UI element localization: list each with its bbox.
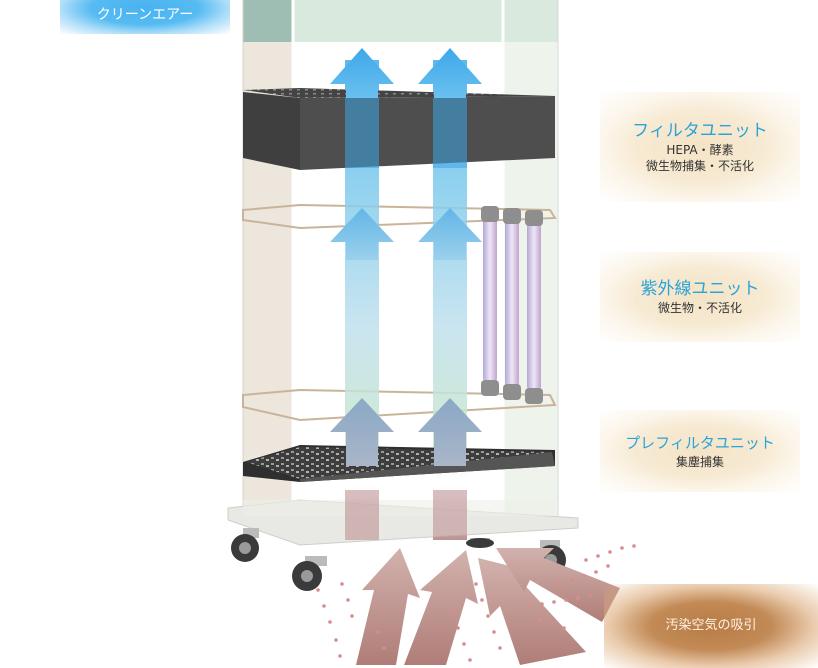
cart-base (227, 490, 579, 546)
intake-text: 汚染空気の吸引 (665, 618, 757, 633)
intake-arrow (404, 550, 478, 665)
clean-air-text: クリーンエアー (96, 7, 194, 23)
filter-unit-line2: 微生物捕集・不活化 (645, 159, 754, 173)
uv-unit-label: 紫外線ユニット 微生物・不活化 (600, 252, 800, 342)
cabinet-top-panel (293, 0, 558, 42)
caster-wheel (231, 528, 259, 562)
arrow-up (330, 48, 394, 98)
intake-arrow (496, 548, 620, 622)
clean-air-arrows (330, 48, 482, 466)
cabinet-interior (293, 0, 503, 520)
uv-lamp (525, 210, 543, 404)
filter-unit-line1: HEPA・酵素 (666, 143, 734, 157)
cabinet-top-left (243, 0, 295, 42)
arrow-up (330, 208, 394, 260)
clean-air-label: クリーンエアー (60, 0, 230, 34)
cabinet-left-wall (243, 0, 293, 520)
prefilter-unit-line1: 集塵捕集 (675, 455, 724, 469)
uv-unit-title: 紫外線ユニット (640, 279, 760, 299)
uv-lamps (481, 206, 543, 404)
intake-arrow (356, 548, 420, 665)
intake-arrow (478, 558, 586, 665)
prefilter-unit-label: プレフィルタユニット 集塵捕集 (600, 410, 800, 492)
uv-rails (242, 203, 557, 422)
caster-wheel (292, 556, 327, 591)
arrow-up (418, 398, 482, 466)
uv-lamp (503, 208, 521, 400)
uv-lamp (481, 206, 499, 396)
intake-label: 汚染空気の吸引 (604, 584, 818, 668)
arrow-up (418, 48, 482, 98)
contaminant-particles (316, 544, 636, 662)
caster-wheel (466, 538, 494, 548)
arrow-up (330, 398, 394, 466)
filter-unit-title: フィルタユニット (632, 121, 768, 141)
prefilter-unit-title: プレフィルタユニット (625, 434, 775, 452)
intake-arrows (356, 548, 620, 665)
hepa-filter (243, 88, 555, 170)
cabinet (242, 0, 559, 520)
arrow-up (418, 208, 482, 260)
filter-unit-label: フィルタユニット HEPA・酵素 微生物捕集・不活化 (600, 92, 800, 202)
uv-unit-line1: 微生物・不活化 (657, 301, 742, 315)
pre-filter (243, 445, 555, 482)
